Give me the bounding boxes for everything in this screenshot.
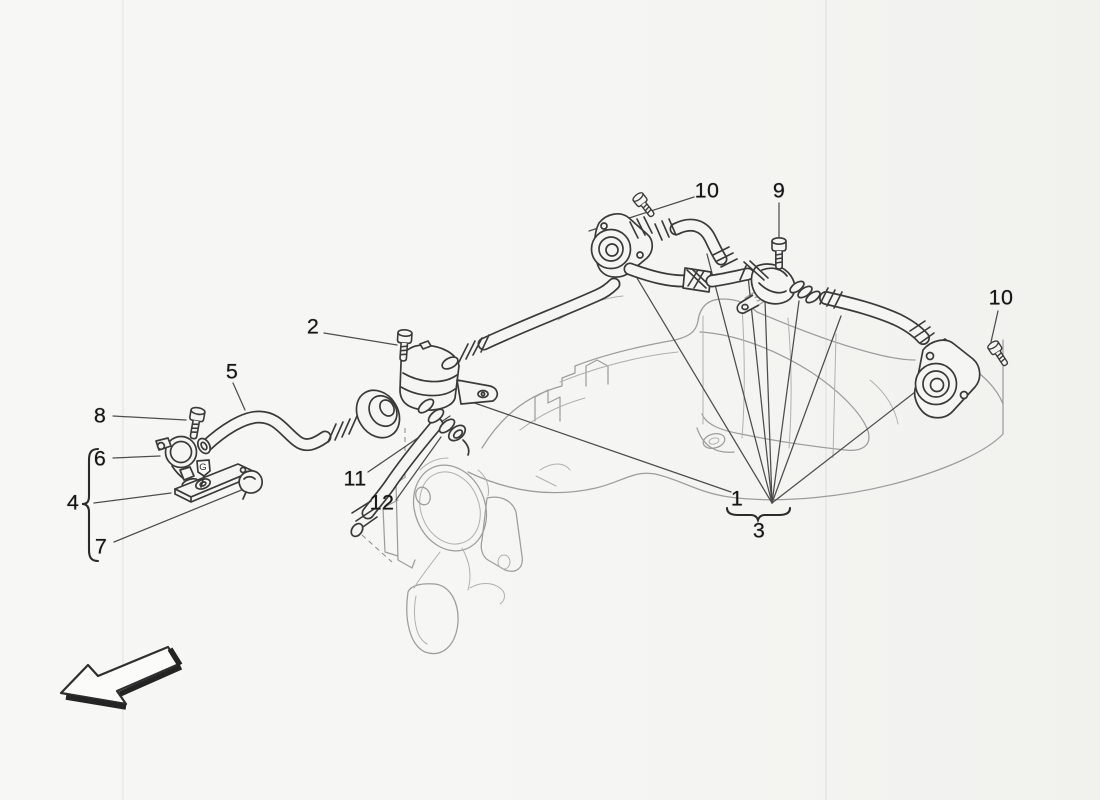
clamp-and-bracket-group: G [155,435,263,503]
hose-flange-to-tee [654,218,738,268]
callout-11: 11 [343,466,367,491]
marker-g-label: G [199,462,206,473]
reference-dash-lines [361,428,406,563]
flanged-valve-left [590,213,654,278]
callout-7: 7 [94,534,108,559]
hose-lower-to-tee [623,262,755,293]
callout-6: 6 [93,446,107,471]
leader-lines [93,196,999,543]
throttle-body-context [382,457,571,655]
callout-3-fan-lines [633,253,920,504]
callout-braces [81,447,792,563]
hose-tee-to-right-flange [819,287,935,345]
callout-1: 1 [730,486,744,511]
callout-3: 3 [752,518,766,543]
callout-5: 5 [225,359,239,384]
bolt-8 [185,405,207,441]
callout-9: 9 [772,178,786,203]
brace-group-4 [81,447,100,563]
hose-5 [196,410,358,455]
callout-10-right: 10 [988,285,1014,310]
callout-12: 12 [369,490,395,515]
callout-8: 8 [93,403,107,428]
tee-fitting [736,260,821,314]
direction-arrow-icon [59,645,183,710]
bolt-10-left [630,190,659,221]
hose-valve-to-left-flange [441,277,621,370]
callout-4: 4 [66,490,80,515]
brace-group-3 [725,506,792,524]
callout-10-left: 10 [694,178,720,203]
callout-2: 2 [306,314,320,339]
flanged-valve-right [913,338,981,419]
bolt-10-right [985,338,1012,369]
hose-valve-to-throttle [350,417,444,538]
